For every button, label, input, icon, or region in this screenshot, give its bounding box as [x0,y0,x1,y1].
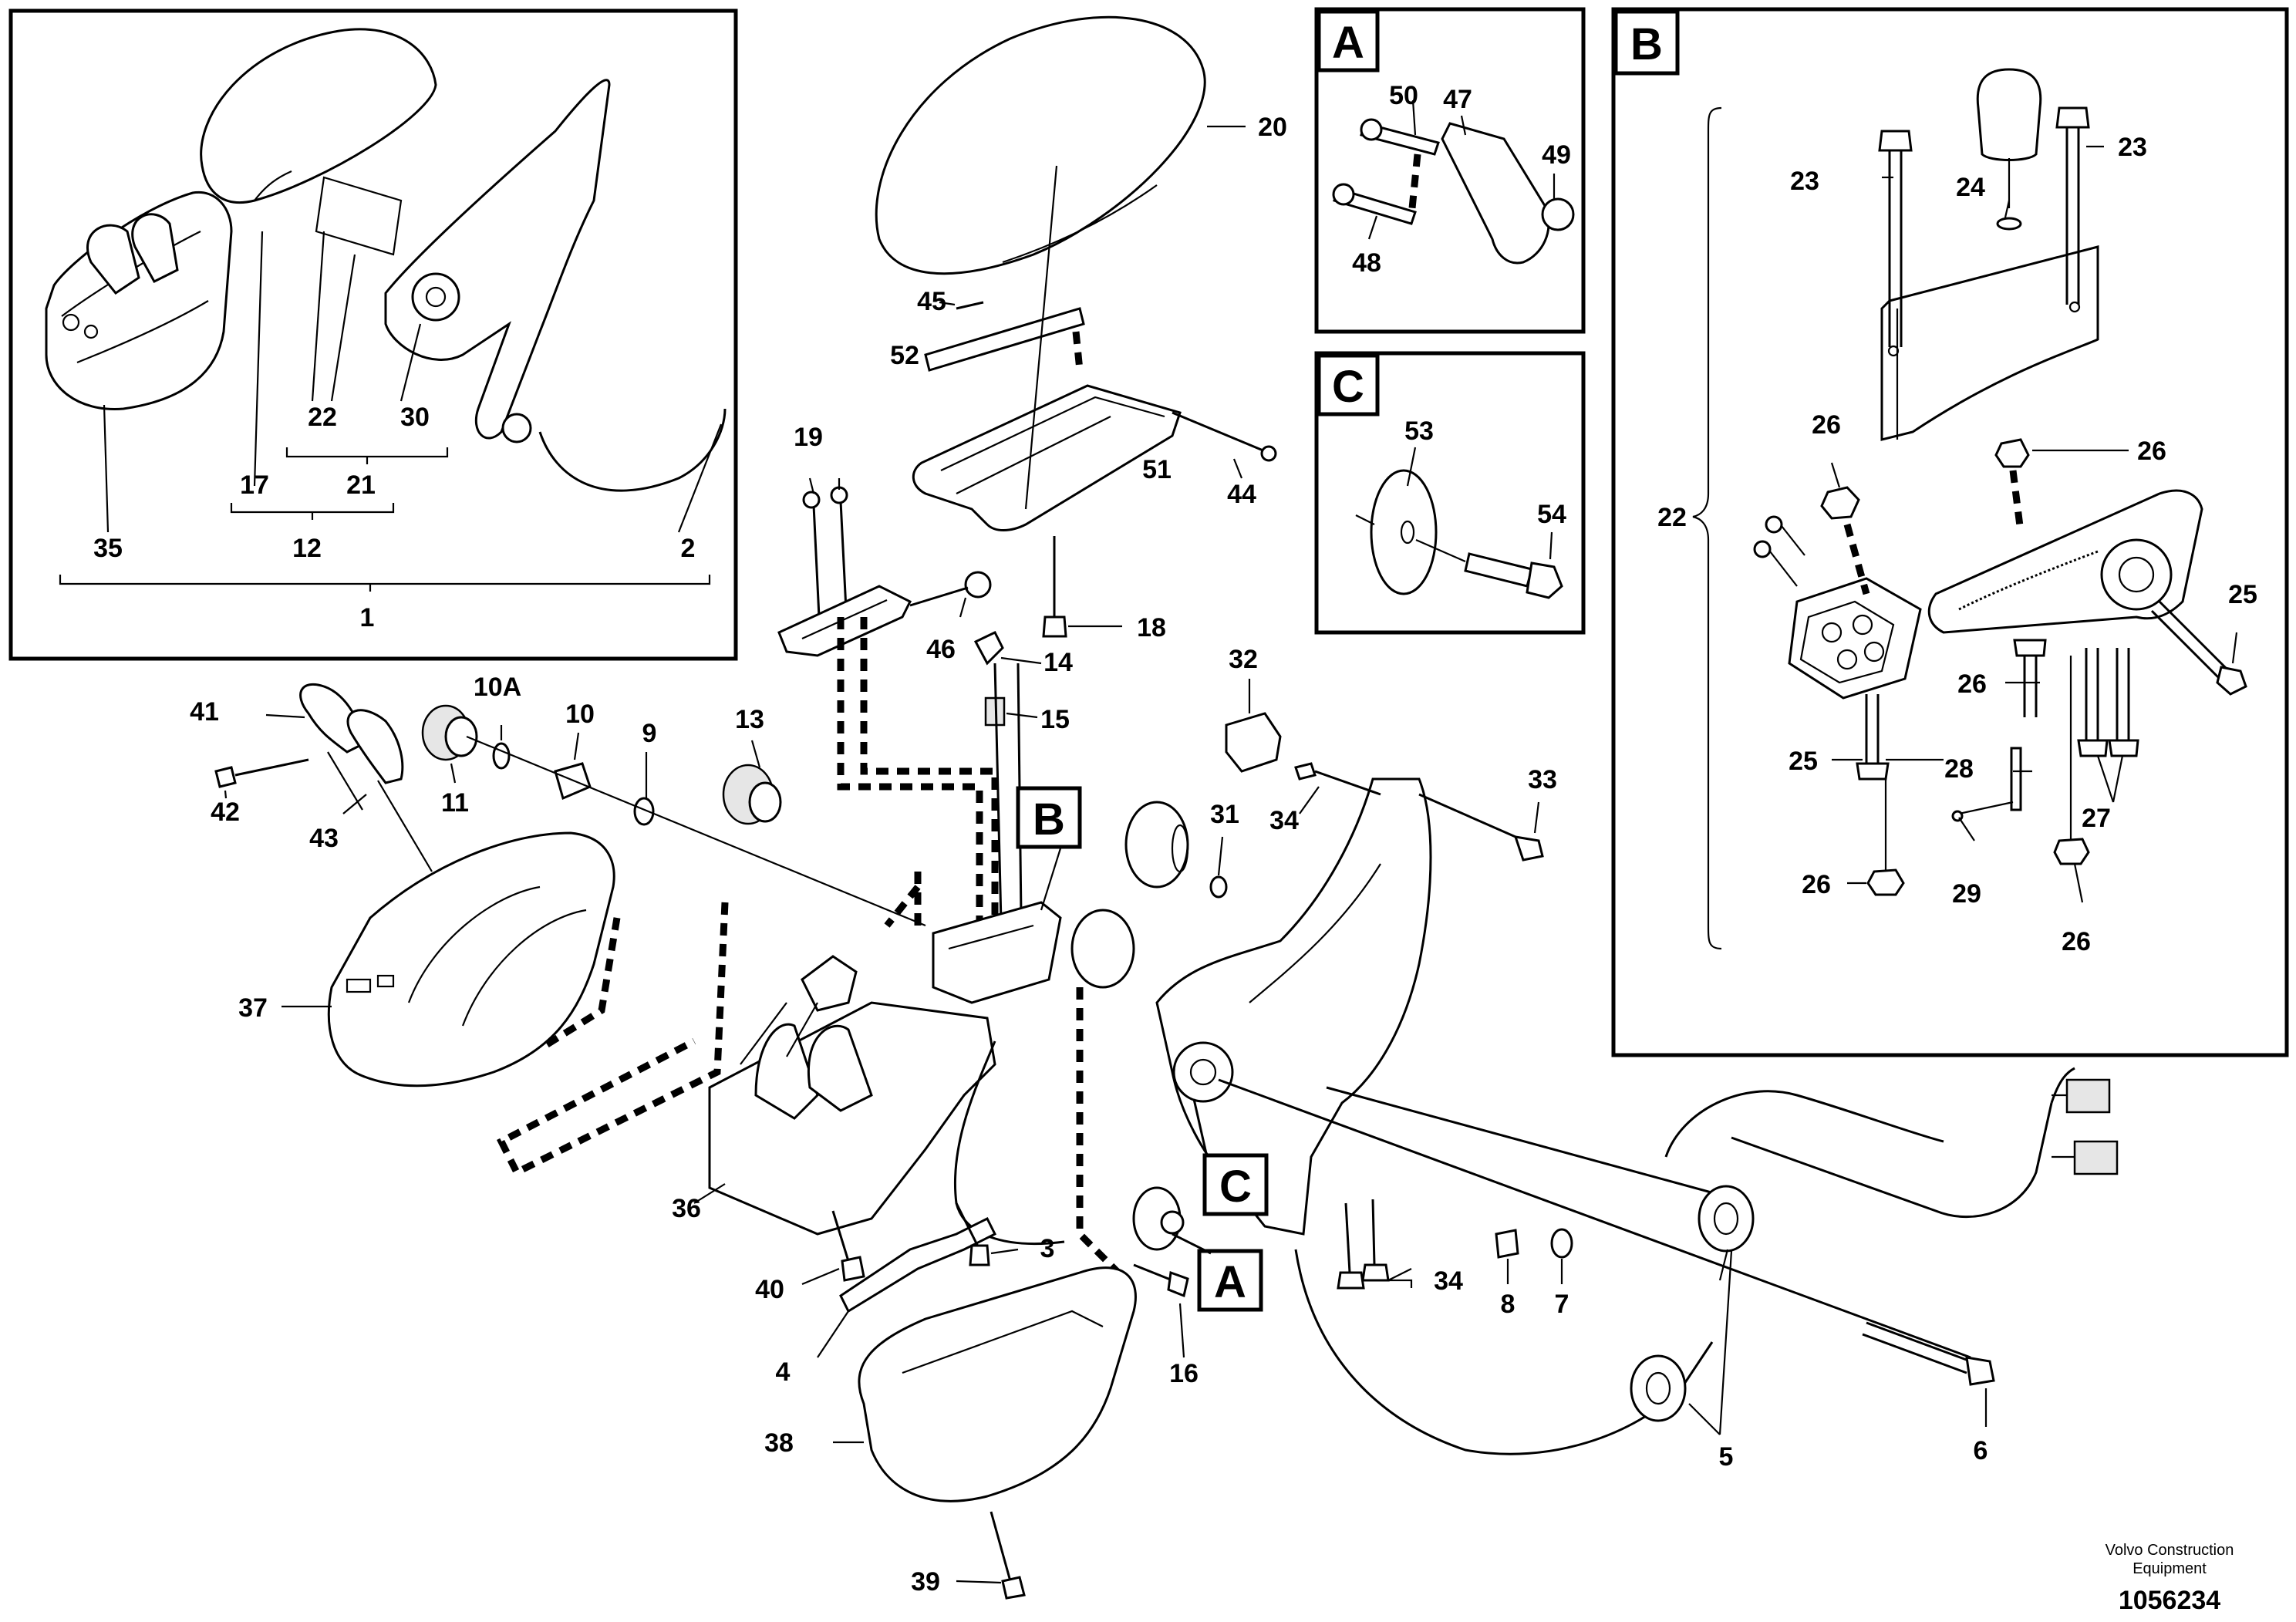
label-23-left: 23 [1790,167,1819,196]
label-48: 48 [1352,248,1381,278]
ref-box-c-letter: C [1219,1162,1252,1212]
label-24: 24 [1956,173,1985,202]
main-exploded-drawing [214,15,2119,1600]
detail-c-drawing [1355,447,1563,599]
label-5: 5 [1719,1442,1734,1472]
label-33: 33 [1528,765,1557,794]
label-27: 27 [2082,804,2111,833]
label-12: 12 [292,534,322,563]
ref-box-b-letter: B [1033,794,1065,845]
label-29: 29 [1952,879,1981,909]
label-31: 31 [1210,800,1239,829]
label-54: 54 [1537,500,1566,529]
label-26-b: 26 [2137,437,2166,466]
label-26-d: 26 [1802,870,1831,899]
label-26-a: 26 [1812,410,1841,440]
label-47: 47 [1443,85,1472,114]
label-17: 17 [240,470,269,500]
label-6: 6 [1974,1436,1988,1465]
ref-box-c: C [1192,1098,1269,1216]
detail-b-drawing [1692,68,2247,950]
label-34-top: 34 [1269,806,1299,835]
label-14: 14 [1043,648,1073,677]
label-11: 11 [441,788,469,818]
label-50: 50 [1389,81,1418,110]
label-13: 13 [735,705,764,734]
label-15: 15 [1040,705,1070,734]
label-2: 2 [681,534,696,563]
ref-box-a-letter: A [1214,1257,1246,1307]
label-44: 44 [1227,480,1256,509]
label-10: 10 [565,700,595,729]
label-42: 42 [211,798,240,827]
label-1: 1 [360,603,375,632]
label-38: 38 [764,1428,794,1458]
label-7: 7 [1555,1290,1569,1319]
footer-company-line1: Volvo Construction [2106,1542,2234,1559]
detail-frame-a [1314,7,1586,334]
label-53: 53 [1404,416,1434,446]
label-20: 20 [1258,113,1287,142]
label-22-overview: 22 [308,403,337,432]
label-43: 43 [309,824,339,853]
detail-b-letter-box: B [1613,9,1680,76]
label-35: 35 [93,534,123,563]
label-3: 3 [1040,1234,1055,1263]
label-51: 51 [1142,455,1172,484]
label-26-c: 26 [1957,669,1987,699]
label-19: 19 [794,423,823,452]
label-26-e: 26 [2062,927,2091,956]
detail-b-letter: B [1630,19,1663,69]
label-23-right: 23 [2118,133,2147,162]
label-25-left: 25 [1789,747,1818,776]
footer-doc-number: 1056234 [2119,1586,2220,1615]
label-41: 41 [190,697,219,727]
detail-a-drawing [1332,99,1575,265]
detail-a-letter: A [1332,18,1364,68]
footer-company-line2: Equipment [2132,1560,2207,1577]
ref-box-b: B [1016,786,1082,849]
label-30: 30 [400,403,430,432]
detail-frame-c [1314,351,1586,635]
detail-a-letter-box: A [1317,9,1380,73]
label-36: 36 [672,1194,701,1223]
detail-frame-b [1611,7,2289,1057]
label-18: 18 [1137,613,1166,642]
overview-drawing [45,28,727,592]
label-32: 32 [1229,645,1258,674]
detail-c-letter-box: C [1317,353,1380,416]
label-4: 4 [776,1357,791,1387]
detail-c-letter: C [1332,362,1364,412]
label-45: 45 [917,287,946,316]
label-37: 37 [238,993,268,1023]
label-39: 39 [911,1567,940,1597]
label-49: 49 [1542,140,1571,170]
label-34-bottom: 34 [1434,1266,1463,1296]
label-46: 46 [926,635,956,664]
label-22-detail-b: 22 [1657,503,1687,532]
label-9: 9 [642,719,657,748]
overview-frame [8,8,738,661]
label-40: 40 [755,1275,784,1304]
label-21: 21 [346,470,376,500]
label-28: 28 [1944,754,1974,784]
label-52: 52 [890,341,919,370]
label-16: 16 [1169,1359,1199,1388]
label-8: 8 [1501,1290,1515,1319]
label-25-right: 25 [2228,580,2257,609]
ref-box-a: A [1172,1233,1263,1312]
label-10a: 10A [474,673,521,702]
